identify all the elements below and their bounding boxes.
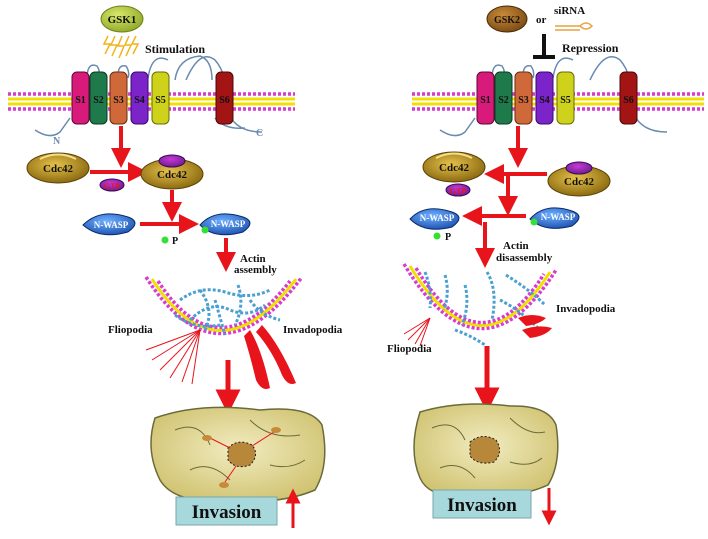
- svg-text:Cdc42: Cdc42: [439, 162, 469, 174]
- left-s2-segment: S2: [89, 71, 108, 125]
- gsk1-label: GSK1: [108, 14, 137, 26]
- svg-text:P: P: [172, 236, 178, 247]
- left-curved-membrane: [144, 275, 304, 336]
- left-invasion-box: Invasion: [175, 496, 278, 526]
- right-actin-label-1: Actin: [503, 240, 529, 252]
- svg-text:S5: S5: [155, 95, 166, 106]
- left-tissue-block: [150, 406, 326, 502]
- svg-text:S1: S1: [480, 95, 491, 106]
- left-actin-filaments: [174, 284, 281, 336]
- svg-text:S6: S6: [219, 95, 230, 106]
- right-nwasp-inactive: N-WASP: [409, 208, 460, 230]
- right-nwasp-active: N-WASP: [529, 207, 580, 229]
- svg-text:S5: S5: [560, 95, 571, 106]
- svg-text:Cdc42: Cdc42: [157, 169, 187, 181]
- right-cdc42-inactive: Cdc42: [422, 151, 486, 183]
- svg-text:P: P: [445, 232, 451, 243]
- right-filopodia-label: Fliopodia: [387, 343, 432, 355]
- left-invadopodia-icon: [244, 325, 296, 389]
- right-s3-segment: S3: [514, 71, 533, 125]
- left-actin-label-2: assembly: [234, 264, 277, 276]
- c-terminus-label: C: [256, 128, 263, 139]
- left-invadopodia-label: Invadopodia: [283, 324, 343, 336]
- right-s5-segment: S5: [556, 71, 575, 125]
- left-filopodia-label: Fliopodia: [108, 324, 153, 336]
- left-s1-segment: S1: [71, 71, 90, 125]
- right-invasion-box: Invasion: [432, 489, 532, 519]
- left-actin-label-1: Actin: [240, 253, 266, 265]
- left-nwasp-inactive: N-WASP: [82, 213, 136, 236]
- svg-text:S2: S2: [498, 95, 509, 106]
- svg-text:GTP: GTP: [104, 182, 121, 191]
- svg-text:S2: S2: [93, 95, 104, 106]
- right-cdc42-active: Cdc42: [547, 161, 611, 197]
- left-phosphate: P: [161, 236, 178, 247]
- svg-text:N-WASP: N-WASP: [541, 212, 576, 222]
- svg-text:Invasion: Invasion: [192, 502, 262, 523]
- svg-text:S4: S4: [134, 95, 145, 106]
- svg-text:N-WASP: N-WASP: [211, 219, 246, 229]
- left-filopodia-spikes: [145, 329, 201, 385]
- repression-label: Repression: [562, 41, 619, 55]
- svg-text:S6: S6: [623, 95, 634, 106]
- svg-text:S3: S3: [113, 95, 124, 106]
- left-s6-segment: S6: [215, 71, 234, 125]
- right-phosphate: P: [433, 232, 451, 243]
- right-actin-label-2: disassembly: [496, 252, 553, 264]
- svg-text:GSK2: GSK2: [494, 15, 520, 26]
- left-panel: GSK1 Stimulation S1 S2 S3 S4 S5 S6 N C: [8, 5, 343, 528]
- right-s2-segment: S2: [494, 71, 513, 125]
- svg-text:S1: S1: [75, 95, 86, 106]
- left-s4-segment: S4: [130, 71, 149, 125]
- sirna-icon: [555, 22, 594, 31]
- n-terminus-label: N: [53, 136, 61, 147]
- right-panel: GSK2 or siRNA Repression S1 S2 S3 S4 S5 …: [387, 5, 704, 526]
- repression-inhibitor-icon: [533, 34, 555, 59]
- right-s1-segment: S1: [476, 71, 495, 125]
- right-invadopodia-icon: [518, 315, 552, 338]
- right-s6-segment: S6: [619, 71, 638, 125]
- right-s4-segment: S4: [535, 71, 554, 125]
- svg-text:GTP: GTP: [450, 187, 467, 196]
- right-tissue-block: [413, 403, 559, 497]
- svg-text:S3: S3: [518, 95, 529, 106]
- right-gtp-molecule: GTP: [445, 183, 471, 197]
- left-gtp-molecule: GTP: [99, 178, 125, 192]
- svg-text:Invasion: Invasion: [447, 495, 517, 516]
- svg-text:N-WASP: N-WASP: [420, 213, 455, 223]
- left-cdc42-active: Cdc42: [140, 154, 204, 190]
- left-nwasp-active: N-WASP: [199, 213, 251, 236]
- svg-text:Cdc42: Cdc42: [564, 176, 594, 188]
- sirna-label: siRNA: [554, 5, 585, 17]
- left-s5-segment: S5: [151, 71, 170, 125]
- stimulation-bolts-icon: [102, 35, 140, 59]
- svg-text:Cdc42: Cdc42: [43, 163, 73, 175]
- right-channel-loops: [439, 56, 668, 137]
- stimulation-label: Stimulation: [145, 42, 205, 56]
- left-cdc42-inactive: Cdc42: [26, 152, 90, 184]
- left-s3-segment: S3: [109, 71, 128, 125]
- right-invadopodia-label: Invadopodia: [556, 303, 616, 315]
- gsk2-agent: GSK2: [486, 5, 528, 33]
- svg-text:S4: S4: [539, 95, 550, 106]
- right-filopodia-spikes: [403, 317, 431, 347]
- or-label: or: [536, 14, 547, 26]
- svg-text:N-WASP: N-WASP: [94, 220, 129, 230]
- left-channel-loops: [34, 55, 246, 137]
- gsk1-agent: GSK1: [100, 5, 144, 33]
